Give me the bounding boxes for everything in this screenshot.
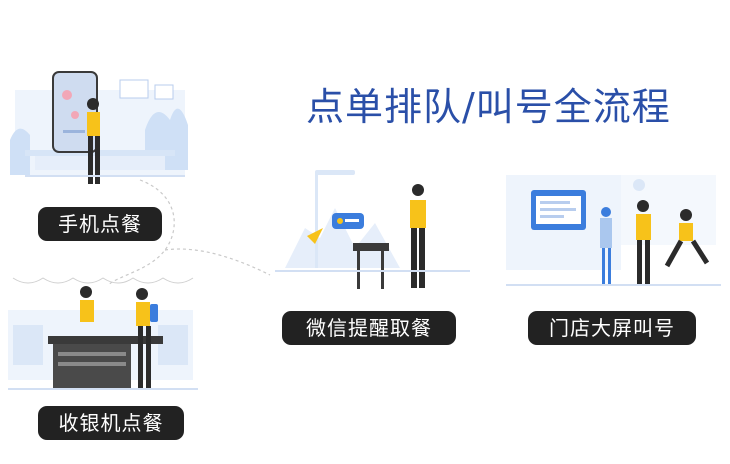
wechat-notify-illustration [275, 170, 470, 289]
step-mobile-order-label: 手机点餐 [38, 207, 162, 241]
big-screen-call-illustration [506, 175, 721, 286]
page-title: 点单排队/叫号全流程 [306, 85, 671, 129]
step-cashier-order-label: 收银机点餐 [38, 406, 184, 440]
step-wechat-notify-label: 微信提醒取餐 [282, 311, 456, 345]
cashier-order-illustration [8, 277, 198, 390]
mobile-order-illustration [10, 71, 188, 184]
step-big-screen-call-label: 门店大屏叫号 [528, 311, 696, 345]
